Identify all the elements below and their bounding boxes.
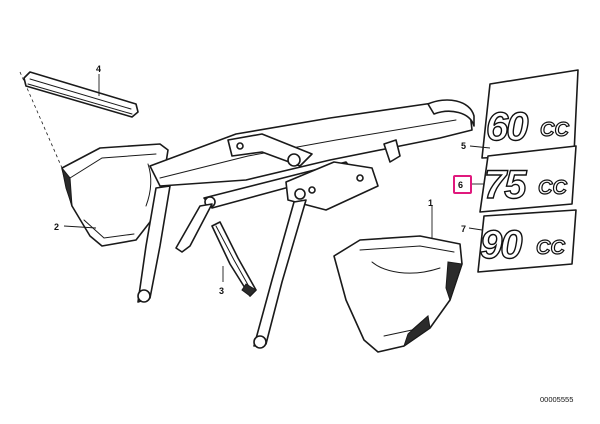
callout-6-highlight-box[interactable] (453, 175, 472, 194)
callout-6: 6 (458, 180, 463, 190)
callout-1: 1 (428, 198, 433, 208)
badge-90cc-number: 90 (480, 223, 522, 267)
callout-4: 4 (96, 64, 101, 74)
badge-60cc-part-5: 60 CC (481, 69, 579, 159)
callout-3: 3 (219, 286, 224, 296)
callout-2: 2 (54, 222, 59, 232)
badge-90cc-part-7: 90 CC (477, 209, 577, 273)
badge-75cc-part-6: 75 CC (479, 145, 577, 213)
callout-5: 5 (461, 141, 466, 151)
badge-75cc-suffix: CC (538, 177, 567, 199)
badge-90cc-suffix: CC (536, 237, 565, 259)
badge-75cc-number: 75 (484, 163, 527, 207)
badge-60cc-number: 60 (486, 105, 528, 149)
rubber-strip-part-3 (211, 221, 257, 297)
trim-strip-part-4 (23, 71, 139, 118)
leader-lines (19, 71, 491, 282)
rear-subframe (137, 99, 475, 349)
right-side-cover-part-1 (333, 235, 463, 353)
callout-7: 7 (461, 224, 466, 234)
diagram-id: 00005555 (540, 395, 573, 404)
badge-60cc-suffix: CC (540, 119, 569, 141)
